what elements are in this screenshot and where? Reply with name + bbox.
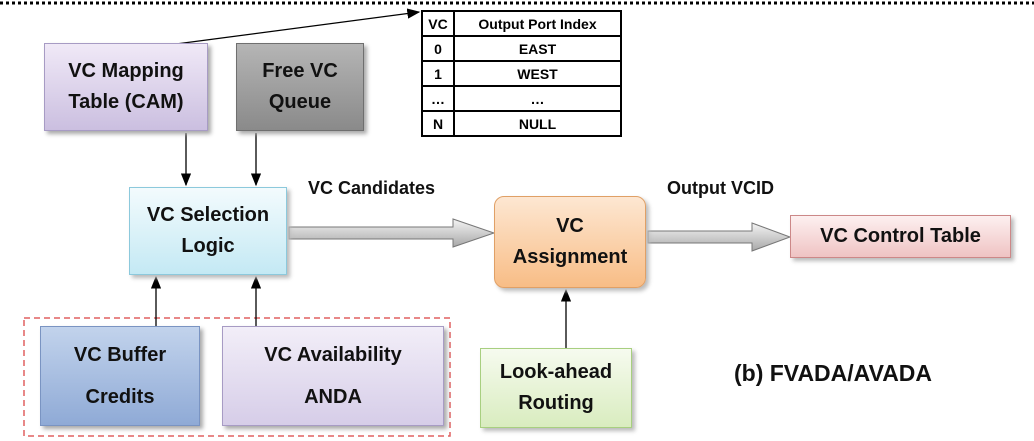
output-port-table: VC Output Port Index 0 EAST 1 WEST … … N…	[421, 10, 622, 137]
vc-mapping-table-box: VC Mapping Table (CAM)	[44, 43, 208, 131]
output-vcid-label: Output VCID	[667, 178, 774, 198]
port-table-cell: 0	[421, 35, 455, 62]
port-table-cell: EAST	[453, 35, 622, 62]
lookahead-routing-box: Look-ahead Routing	[480, 348, 632, 428]
vc-candidates-label: VC Candidates	[308, 178, 436, 198]
vc-selection-logic-box: VC Selection Logic	[129, 187, 287, 275]
box-label-line: VC Mapping	[68, 60, 184, 82]
port-table-cell: …	[421, 85, 455, 112]
vc-assignment-box: VC Assignment	[494, 196, 646, 288]
box-label-line: Table (CAM)	[68, 91, 184, 113]
box-label-line: VC Buffer	[73, 344, 167, 366]
box-label-line: Credits	[85, 386, 155, 408]
box-label-line: VC	[556, 215, 584, 237]
port-table-cell: NULL	[453, 110, 622, 137]
vc-availability-anda-box: VC Availability ANDA	[222, 326, 444, 426]
figure-caption: (b) FVADA/AVADA	[734, 360, 933, 386]
candidates-block-arrow	[288, 218, 496, 248]
vc-control-table-box: VC Control Table	[790, 215, 1011, 258]
anda-group-border	[23, 317, 451, 437]
port-table-cell: N	[421, 110, 455, 137]
port-table-row: N NULL	[421, 110, 622, 137]
box-label-line: Routing	[518, 392, 594, 414]
vc-buffer-credits-box: VC Buffer Credits	[40, 326, 200, 426]
box-label-line: Logic	[181, 235, 235, 257]
box-label-line: Assignment	[512, 246, 628, 268]
port-table-row: 0 EAST	[421, 35, 622, 62]
port-table-row: 1 WEST	[421, 60, 622, 87]
port-table-cell: 1	[421, 60, 455, 87]
mapping-to-table-arrow	[175, 8, 421, 45]
free-vc-queue-box: Free VC Queue	[236, 43, 364, 131]
box-label-line: Free VC	[262, 60, 338, 82]
port-table-header: Output Port Index	[453, 10, 622, 37]
port-table-header: VC	[421, 10, 455, 37]
port-table-cell: …	[453, 85, 622, 112]
port-table-row: … …	[421, 85, 622, 112]
box-label-line: Queue	[268, 91, 332, 113]
box-label-line: VC Control Table	[820, 225, 981, 247]
box-label-line: VC Selection	[146, 204, 270, 226]
box-label-line: VC Availability	[264, 344, 402, 366]
box-label-line: Look-ahead	[499, 361, 613, 383]
box-label-line: ANDA	[304, 386, 362, 408]
port-table-header-row: VC Output Port Index	[421, 10, 622, 37]
port-table-cell: WEST	[453, 60, 622, 87]
vcid-block-arrow	[647, 222, 792, 252]
